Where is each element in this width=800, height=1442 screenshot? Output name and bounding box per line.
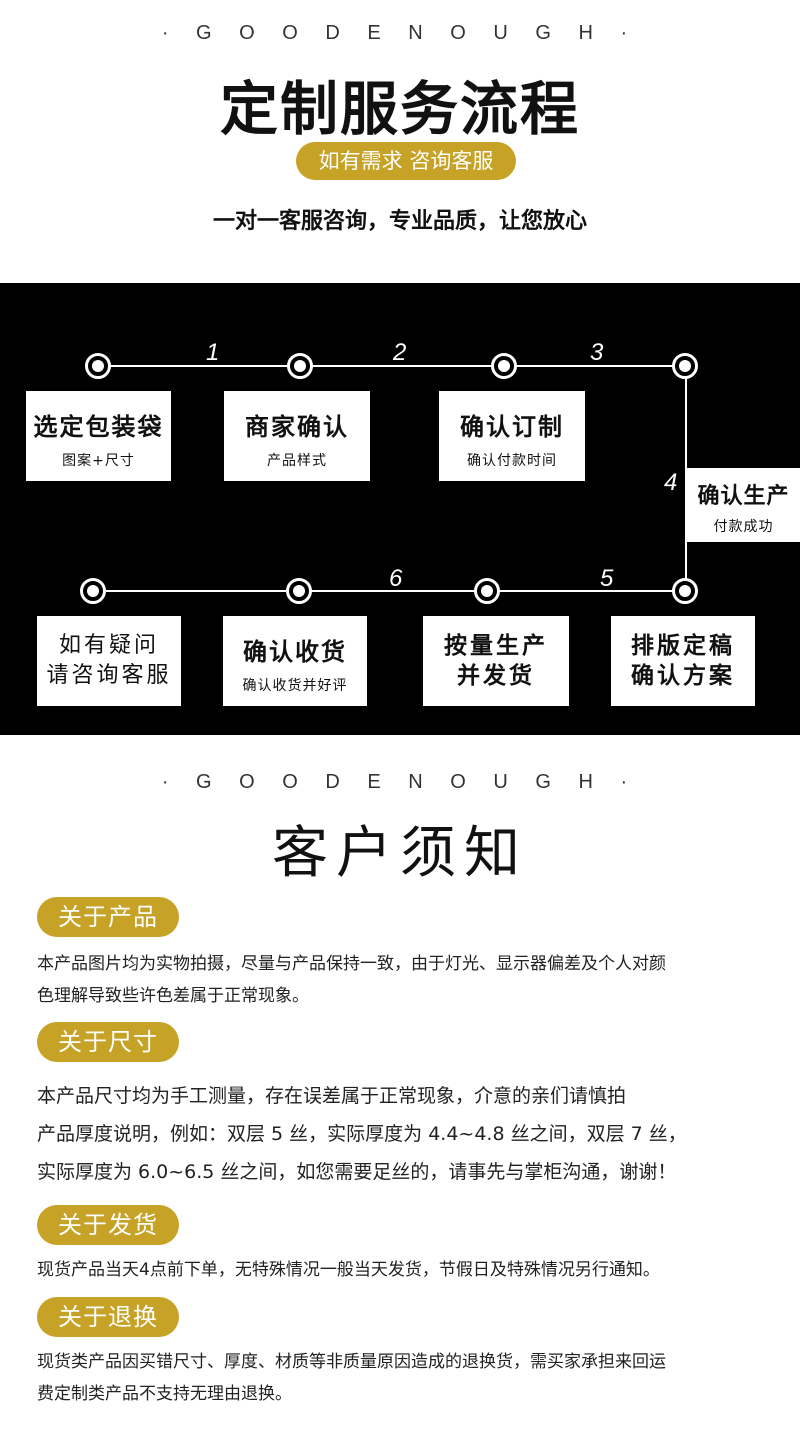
flow-node (286, 578, 312, 604)
step-box-confirm-receipt: 确认收货 确认收货并好评 (223, 616, 367, 706)
step-subtitle: 付款成功 (713, 519, 774, 535)
step-line: 按量生产 (444, 633, 548, 659)
step-subtitle: 图案+尺寸 (62, 453, 135, 469)
text-line: 本产品尺寸均为手工测量，存在误差属于正常现象，介意的亲们请慎拍 (37, 1085, 627, 1107)
step-title: 确认生产 (697, 484, 790, 509)
paragraph-product: 本产品图片均为实物拍摄，尽量与产品保持一致，由于灯光、显示器偏差及个人对颜 色理… (37, 948, 777, 1012)
step-box-production-ship: 按量生产 并发货 (423, 616, 569, 706)
consult-pill: 如有需求 咨询客服 (296, 142, 516, 180)
flow-node (491, 353, 517, 379)
paragraph-shipping: 现货产品当天4点前下单，无特殊情况一般当天发货，节假日及特殊情况另行通知。 (37, 1254, 777, 1286)
text-line: 色理解导致些许色差属于正常现象。 (37, 986, 309, 1006)
text-line: 本产品图片均为实物拍摄，尽量与产品保持一致，由于灯光、显示器偏差及个人对颜 (37, 954, 666, 974)
tag-about-product: 关于产品 (37, 897, 179, 937)
step-box-confirm-production: 确认生产 付款成功 (687, 468, 800, 542)
subtitle: 一对一客服咨询，专业品质，让您放心 (212, 209, 587, 234)
flow-node (80, 578, 106, 604)
paragraph-returns: 现货类产品因买错尺寸、厚度、材质等非质量原因造成的退换货，需买家承担来回运 费定… (37, 1346, 777, 1410)
step-line: 请咨询客服 (46, 663, 172, 688)
process-flow-panel: 1 2 3 4 5 6 选定包装袋 图案+尺寸 商家确认 产品样式 确认订制 确… (0, 283, 800, 735)
flow-line-top (98, 365, 686, 367)
tag-about-returns: 关于退换 (37, 1297, 179, 1337)
step-box-confirm-order: 确认订制 确认付款时间 (439, 391, 585, 481)
flow-node (474, 578, 500, 604)
step-line: 并发货 (457, 663, 535, 689)
text-line: 现货类产品因买错尺寸、厚度、材质等非质量原因造成的退换货，需买家承担来回运 (37, 1352, 666, 1372)
step-number-4: 4 (664, 469, 678, 496)
step-subtitle: 产品样式 (267, 453, 327, 469)
step-title: 商家确认 (245, 413, 349, 441)
tag-about-size: 关于尺寸 (37, 1022, 179, 1062)
step-title: 确认收货 (243, 638, 347, 666)
text-line: 实际厚度为 6.0~6.5 丝之间，如您需要足丝的，请事先与掌柜沟通，谢谢！ (37, 1161, 677, 1183)
step-line: 如有疑问 (58, 633, 159, 658)
flow-line-bottom (93, 590, 686, 592)
flow-node (287, 353, 313, 379)
step-line: 排版定稿 (631, 633, 735, 659)
eyebrow-good-enough: · G O O D E N O U G H · (161, 22, 639, 44)
flow-node (672, 353, 698, 379)
step-number-2: 2 (393, 339, 407, 366)
step-number-5: 5 (600, 565, 614, 592)
step-number-6: 6 (389, 565, 403, 592)
step-box-questions: 如有疑问 请咨询客服 (37, 616, 181, 706)
step-number-3: 3 (590, 339, 604, 366)
step-subtitle: 确认付款时间 (467, 453, 557, 469)
tag-about-shipping: 关于发货 (37, 1205, 179, 1245)
step-box-merchant-confirm: 商家确认 产品样式 (224, 391, 370, 481)
step-subtitle: 确认收货并好评 (242, 678, 348, 694)
step-title: 选定包装袋 (33, 413, 164, 441)
text-line: 产品厚度说明，例如：双层 5 丝，实际厚度为 4.4~4.8 丝之间，双层 7 … (37, 1123, 687, 1145)
step-box-select-bag: 选定包装袋 图案+尺寸 (26, 391, 171, 481)
step-title: 确认订制 (460, 413, 564, 441)
step-line: 确认方案 (631, 663, 735, 689)
step-number-1: 1 (206, 339, 220, 366)
flow-node (85, 353, 111, 379)
text-line: 费定制类产品不支持无理由退换。 (37, 1384, 292, 1404)
paragraph-size: 本产品尺寸均为手工测量，存在误差属于正常现象，介意的亲们请慎拍 产品厚度说明，例… (37, 1077, 777, 1191)
page-title: 定制服务流程 (219, 75, 580, 143)
step-box-layout-final: 排版定稿 确认方案 (611, 616, 755, 706)
text-line: 现货产品当天4点前下单，无特殊情况一般当天发货，节假日及特殊情况另行通知。 (37, 1260, 660, 1280)
flow-line-right (685, 365, 687, 591)
flow-node (672, 578, 698, 604)
eyebrow-good-enough-2: · G O O D E N O U G H · (161, 771, 639, 793)
notice-title: 客户须知 (272, 821, 528, 886)
